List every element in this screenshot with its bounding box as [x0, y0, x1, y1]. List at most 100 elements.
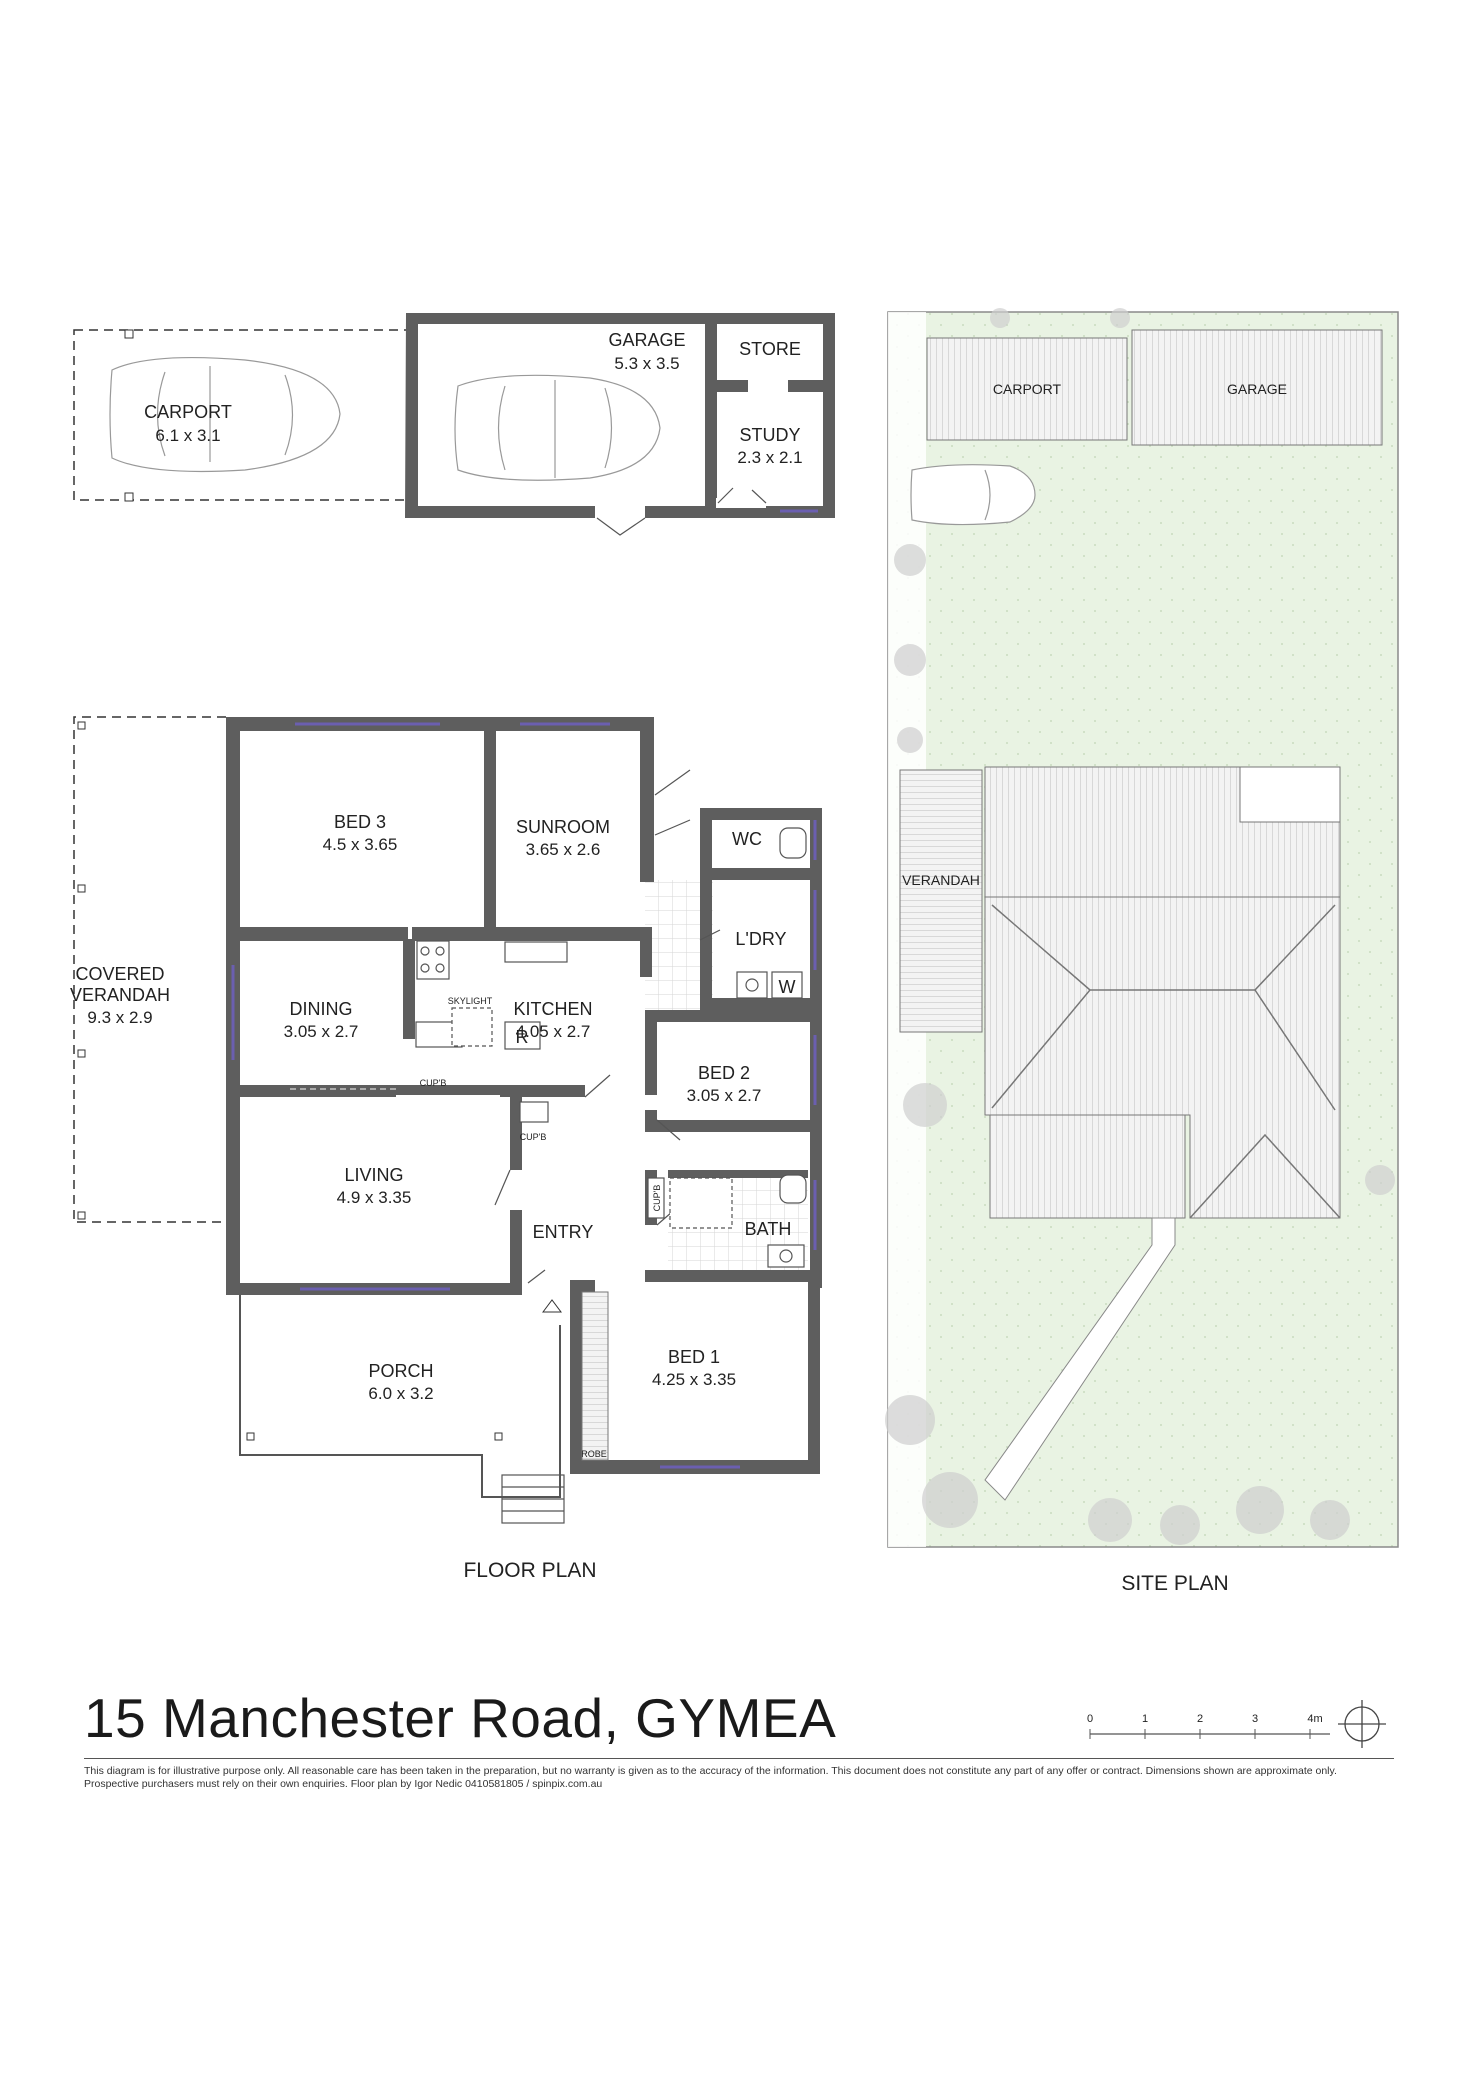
bed2-dims: 3.05 x 2.7	[687, 1086, 762, 1105]
porch-steps	[501, 1474, 565, 1524]
house-floor-plan	[73, 716, 822, 1524]
porch-label: PORCH	[368, 1361, 433, 1381]
burner-icon	[435, 963, 445, 973]
site-verandah-label: VERANDAH	[902, 872, 980, 888]
cooktop	[416, 940, 450, 980]
front-gable	[1189, 1133, 1341, 1219]
covered-verandah-label-2: VERANDAH	[70, 985, 170, 1005]
sunroom-label: SUNROOM	[516, 817, 610, 837]
bath-cupboard-label: CUP'B	[652, 1185, 662, 1212]
wc-label: WC	[732, 829, 762, 849]
burner-icon	[420, 946, 430, 956]
carport-label: CARPORT	[144, 402, 232, 422]
dining-dims: 3.05 x 2.7	[284, 1022, 359, 1041]
scale-tick-2: 2	[1197, 1713, 1203, 1725]
cupboard-bath	[647, 1177, 665, 1219]
kitchen-sink	[504, 941, 568, 963]
garden-trees	[885, 308, 1395, 1545]
porch-post	[494, 1432, 503, 1441]
car-icon	[910, 464, 1036, 526]
porch-outline	[239, 1295, 561, 1498]
dining-label: DINING	[290, 999, 353, 1019]
carport-post	[124, 492, 134, 502]
study-door-swing	[717, 487, 767, 504]
covered-verandah-dims: 9.3 x 2.9	[87, 1008, 152, 1027]
living-dims: 4.9 x 3.35	[337, 1188, 412, 1207]
carport-dims: 6.1 x 3.1	[155, 426, 220, 445]
entry-cupboard-label: CUP'B	[520, 1132, 547, 1142]
skylight	[451, 1007, 493, 1047]
carport-outline	[73, 329, 410, 501]
living-label: LIVING	[344, 1165, 403, 1185]
store-door-opening	[748, 378, 788, 394]
site-carport-label: CARPORT	[993, 381, 1062, 397]
scale-tick-0: 0	[1087, 1713, 1093, 1725]
bed2-label: BED 2	[698, 1063, 750, 1083]
verandah-post	[77, 721, 86, 730]
scale-bar	[1089, 1729, 1330, 1739]
car-icon	[454, 374, 661, 481]
laundry-label: L'DRY	[735, 929, 786, 949]
garage-label: GARAGE	[608, 330, 685, 350]
burner-icon	[420, 963, 430, 973]
sunroom-dims: 3.65 x 2.6	[526, 840, 601, 859]
porch-post	[246, 1432, 255, 1441]
site-garage	[1131, 329, 1383, 446]
roof-hips	[991, 904, 1336, 1111]
garage-door-swing	[596, 517, 646, 536]
outbuilding	[73, 313, 835, 536]
disclaimer-line-2: Prospective purchasers must rely on thei…	[84, 1778, 603, 1790]
kitchen-dims: 4.05 x 2.7	[516, 1022, 591, 1041]
site-front-roof	[989, 1114, 1186, 1219]
bed1-dims: 4.25 x 3.35	[652, 1370, 736, 1389]
verandah-post	[77, 1211, 86, 1220]
car-icon	[109, 356, 341, 473]
bed3-dims: 4.5 x 3.65	[323, 835, 398, 854]
scale-tick-4: 4m	[1307, 1713, 1322, 1725]
basin-bowl-icon	[779, 1249, 793, 1263]
property-address: 15 Manchester Road, GYMEA	[84, 1687, 837, 1749]
robe-label: ROBE	[581, 1449, 607, 1459]
washer-label: W	[779, 977, 796, 997]
fridge-label: R	[516, 1027, 529, 1047]
disclaimer: This diagram is for illustrative purpose…	[84, 1765, 1404, 1791]
porch-dims: 6.0 x 3.2	[368, 1384, 433, 1403]
study-label: STUDY	[739, 425, 800, 445]
study-door-opening	[716, 498, 766, 508]
entry-label: ENTRY	[533, 1222, 594, 1242]
robe	[581, 1291, 609, 1461]
covered-verandah-outline	[73, 716, 226, 1223]
covered-verandah-label-1: COVERED	[75, 964, 164, 984]
skylight-label: SKYLIGHT	[448, 996, 493, 1006]
fixtures	[415, 827, 807, 1268]
scale-tick-3: 3	[1252, 1713, 1258, 1725]
site-garage-label: GARAGE	[1227, 381, 1287, 397]
study-dims: 2.3 x 2.1	[737, 448, 802, 467]
site-plan-caption: SITE PLAN	[1121, 1572, 1228, 1595]
site-rear-notch	[1239, 766, 1341, 823]
kitchen-label: KITCHEN	[513, 999, 592, 1019]
garage-dims: 5.3 x 3.5	[614, 354, 679, 373]
carport-post	[124, 329, 134, 339]
fridge	[504, 1021, 541, 1050]
site-plan	[885, 308, 1399, 1548]
bed3-label: BED 3	[334, 812, 386, 832]
burner-icon	[435, 946, 445, 956]
tub-bowl-icon	[745, 978, 759, 992]
compass-icon	[1338, 1700, 1386, 1748]
toilet-wc	[779, 827, 807, 859]
divider	[84, 1758, 1394, 1759]
verandah-post	[77, 1049, 86, 1058]
site-carport	[926, 337, 1128, 441]
site-verandah	[899, 769, 983, 1033]
toilet-bath	[779, 1174, 807, 1204]
scale-tick-1: 1	[1142, 1713, 1148, 1725]
floor-plan-caption: FLOOR PLAN	[463, 1559, 596, 1582]
disclaimer-line-1: This diagram is for illustrative purpose…	[84, 1765, 1337, 1777]
kitchen-cupboard-label: CUP'B	[420, 1078, 447, 1088]
garage-door-opening	[595, 505, 645, 520]
store-label: STORE	[739, 339, 801, 359]
washer	[771, 971, 803, 999]
front-path	[984, 1217, 1176, 1501]
